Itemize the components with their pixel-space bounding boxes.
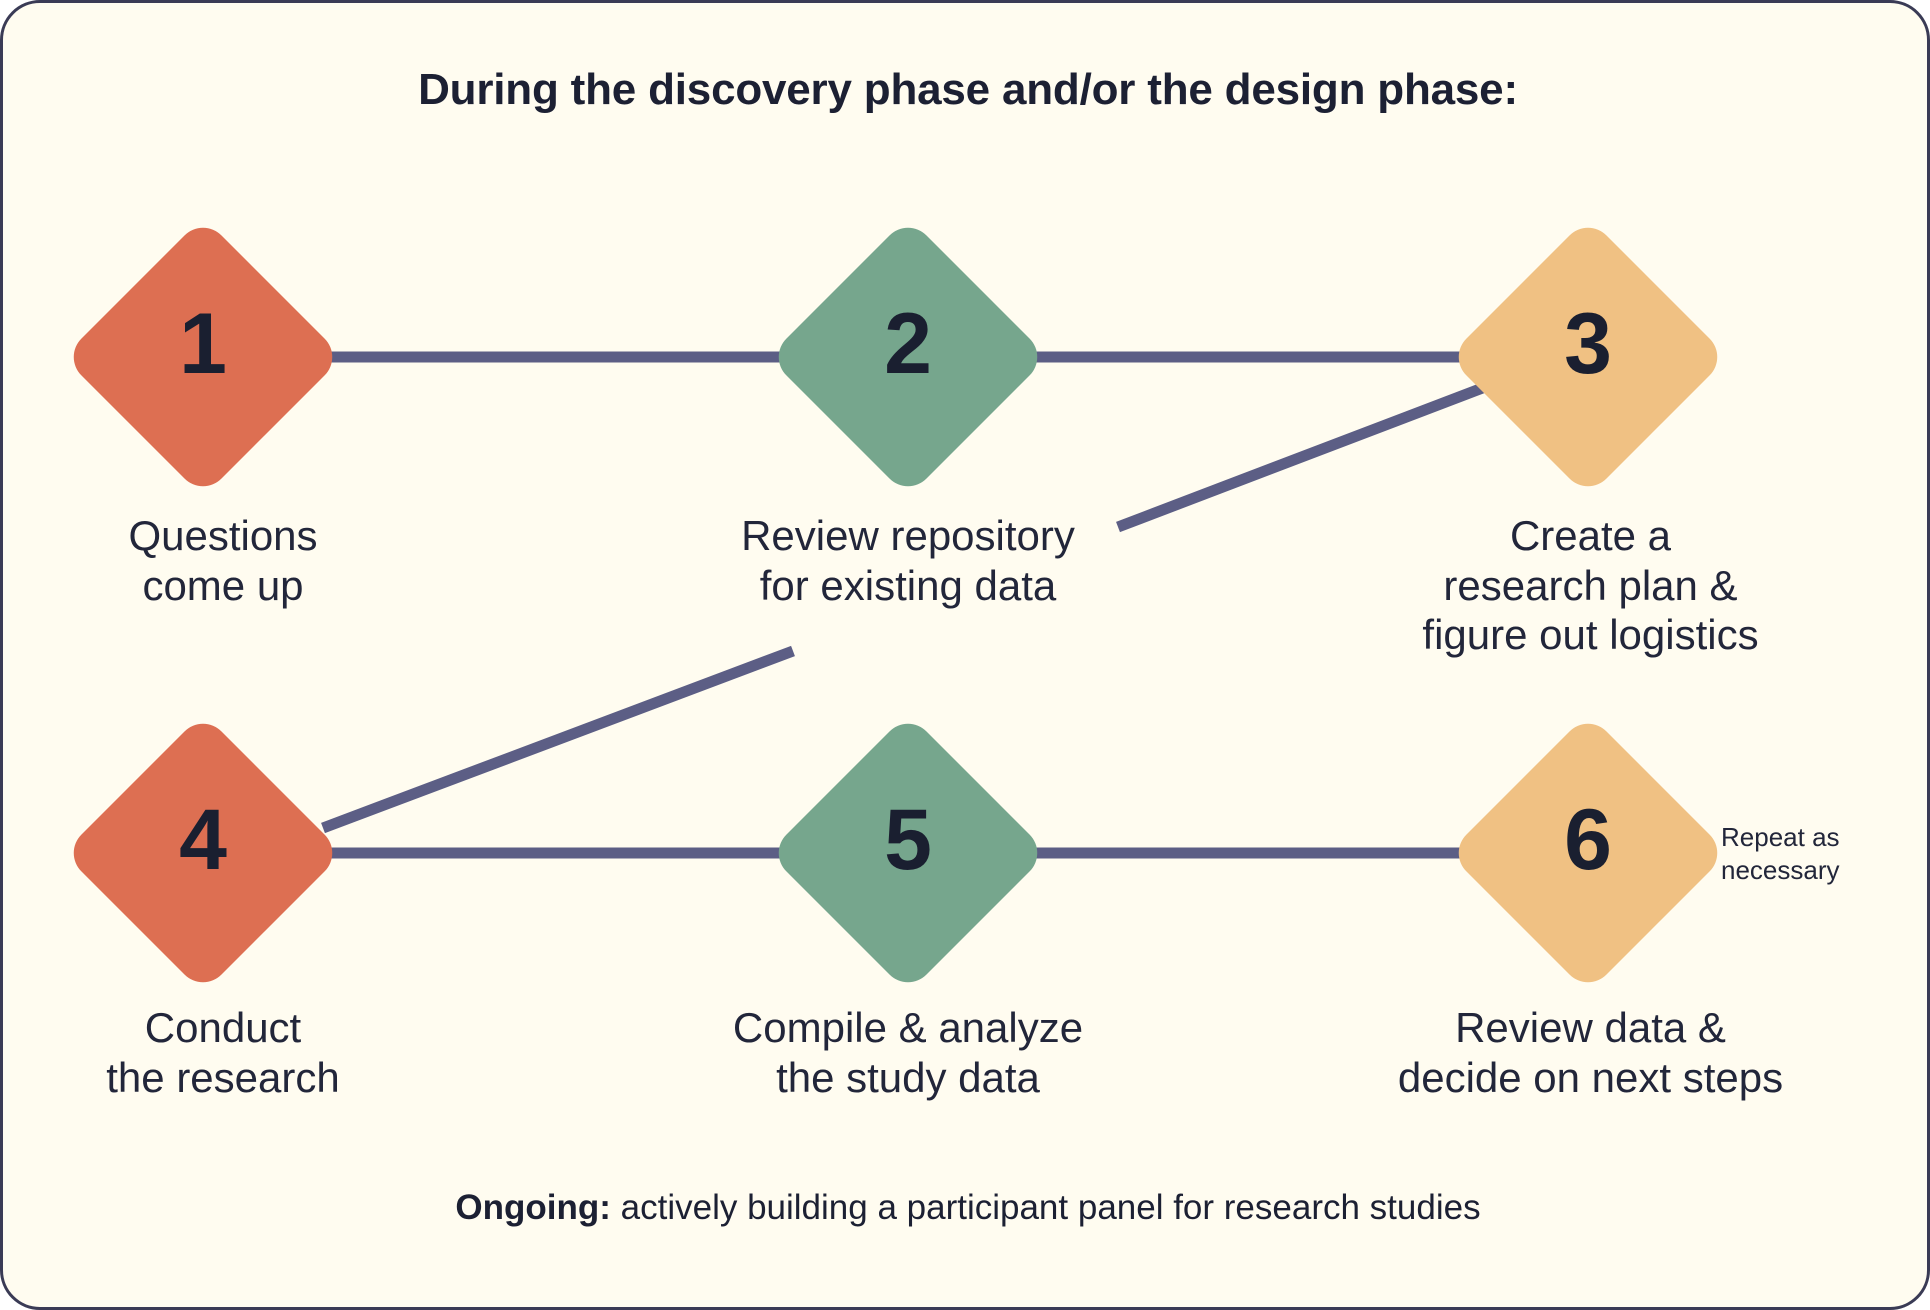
footer-note-bold: Ongoing: [455,1188,611,1227]
label-masks [703,503,1825,693]
node-label-5: Compile & analyze the study data [732,1004,1084,1101]
diamond-node-3[interactable] [1447,216,1729,498]
node-label-3: Create a research plan & figure out logi… [1422,512,1759,659]
diamond-node-4[interactable] [62,712,344,994]
connector-4-to-2-diagonal [321,645,795,834]
page-title: During the discovery phase and/or the de… [418,65,1518,114]
diamond-node-6[interactable] [1447,712,1729,994]
connector-2-to-3-diagonal [1116,378,1495,533]
diamond-node-2[interactable] [767,216,1049,498]
footer-note-rest: actively building a participant panel fo… [610,1188,1481,1227]
repeat-as-necessary-note: Repeat as necessary [1721,822,1840,885]
node-label-4: Conduct the research [106,1004,340,1101]
diamond-node-1[interactable] [62,216,344,498]
node-label-6: Review data & decide on next steps [1397,1004,1784,1101]
node-label-1: Questions come up [128,512,318,609]
diamond-node-5[interactable] [767,712,1049,994]
node-label-2: Review repository for existing data [741,512,1075,609]
flow-graphics [62,216,1825,994]
footer-note: Ongoing: actively building a participant… [3,1188,1927,1228]
